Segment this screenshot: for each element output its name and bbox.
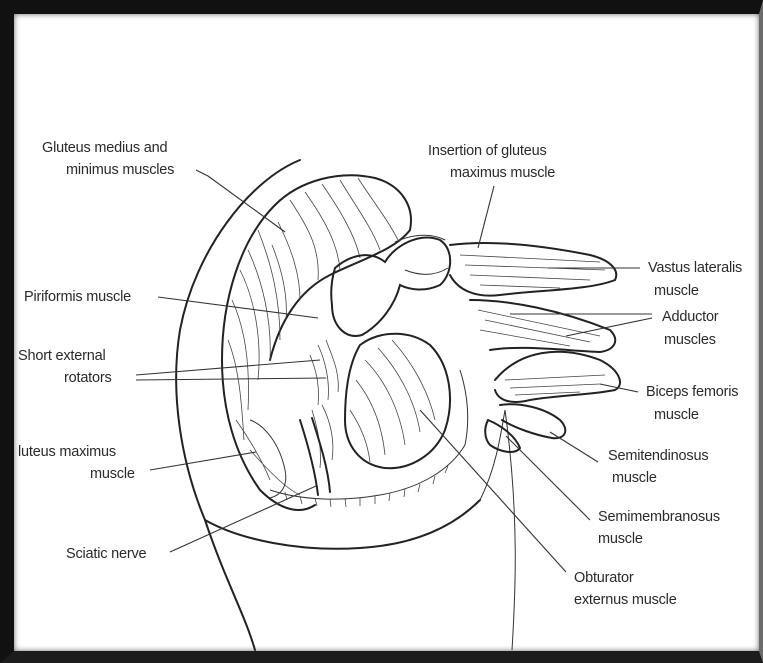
label-sciatic-nerve: Sciatic nerve — [66, 546, 147, 562]
skin-lower-outline — [205, 500, 480, 549]
anatomy-drawing — [176, 160, 620, 650]
leader-gluteus-medius — [196, 170, 285, 232]
label-obturator-line2: externus muscle — [574, 592, 677, 608]
leader-gluteus-maximus — [150, 452, 256, 470]
gluteus-medius-hatching — [272, 178, 398, 320]
label-semimembranosus-line1: Semimembranosus — [598, 509, 720, 525]
leader-lines — [136, 170, 652, 572]
gluteus-medius-shape — [270, 175, 411, 360]
label-semitendinosus-line1: Semitendinosus — [608, 448, 708, 464]
label-adductor-line1: Adductor — [662, 309, 719, 325]
leader-short-ext-b — [136, 378, 326, 380]
leader-semitend — [550, 432, 598, 462]
biceps-femoris-hatching — [505, 375, 605, 395]
label-insertion-line1: Insertion of gluteus — [428, 143, 547, 159]
adductor-hatching — [478, 310, 600, 346]
label-adductor-line2: muscles — [664, 332, 716, 348]
label-short-external-line1: Short external — [18, 348, 105, 364]
label-piriformis: Piriformis muscle — [24, 289, 131, 305]
biceps-femoris-shape — [495, 352, 620, 402]
gluteus-maximus-fold — [250, 420, 286, 498]
label-gluteus-maximus-line2: muscle — [90, 466, 135, 482]
label-insertion-line2: maximus muscle — [450, 165, 555, 181]
skin-outline — [176, 160, 300, 650]
label-biceps-line2: muscle — [654, 407, 699, 423]
label-semimembranosus-line2: muscle — [598, 531, 643, 547]
obturator-shape — [345, 334, 450, 468]
leader-adductor-b — [566, 318, 652, 336]
rotators-hatching — [310, 340, 338, 468]
label-biceps-line1: Biceps femoris — [646, 384, 738, 400]
label-vastus-line1: Vastus lateralis — [648, 260, 742, 276]
wound-edge-stitches — [285, 466, 448, 507]
wound-edge — [270, 370, 468, 499]
label-gluteus-maximus-line1: luteus maximus — [18, 444, 116, 460]
leader-insertion — [478, 186, 494, 248]
adductor-shape — [470, 300, 615, 352]
label-short-external-line2: rotators — [64, 370, 112, 386]
sciatic-nerve-shape — [300, 418, 330, 495]
label-gluteus-medius-line2: minimus muscles — [66, 162, 174, 178]
label-vastus-line2: muscle — [654, 283, 699, 299]
gluteus-maximus-shape — [222, 205, 315, 510]
label-semitendinosus-line2: muscle — [612, 470, 657, 486]
leader-obturator — [420, 410, 566, 572]
label-gluteus-medius-line1: Gluteus medius and — [42, 140, 167, 156]
label-obturator-line1: Obturator — [574, 570, 634, 586]
leader-short-ext-a — [136, 360, 320, 375]
trochanter-shape — [331, 238, 450, 336]
skin-right-edge — [480, 410, 515, 650]
vastus-lateralis-hatching — [460, 255, 605, 288]
obturator-hatching — [350, 340, 435, 462]
leader-sciatic — [170, 486, 316, 552]
